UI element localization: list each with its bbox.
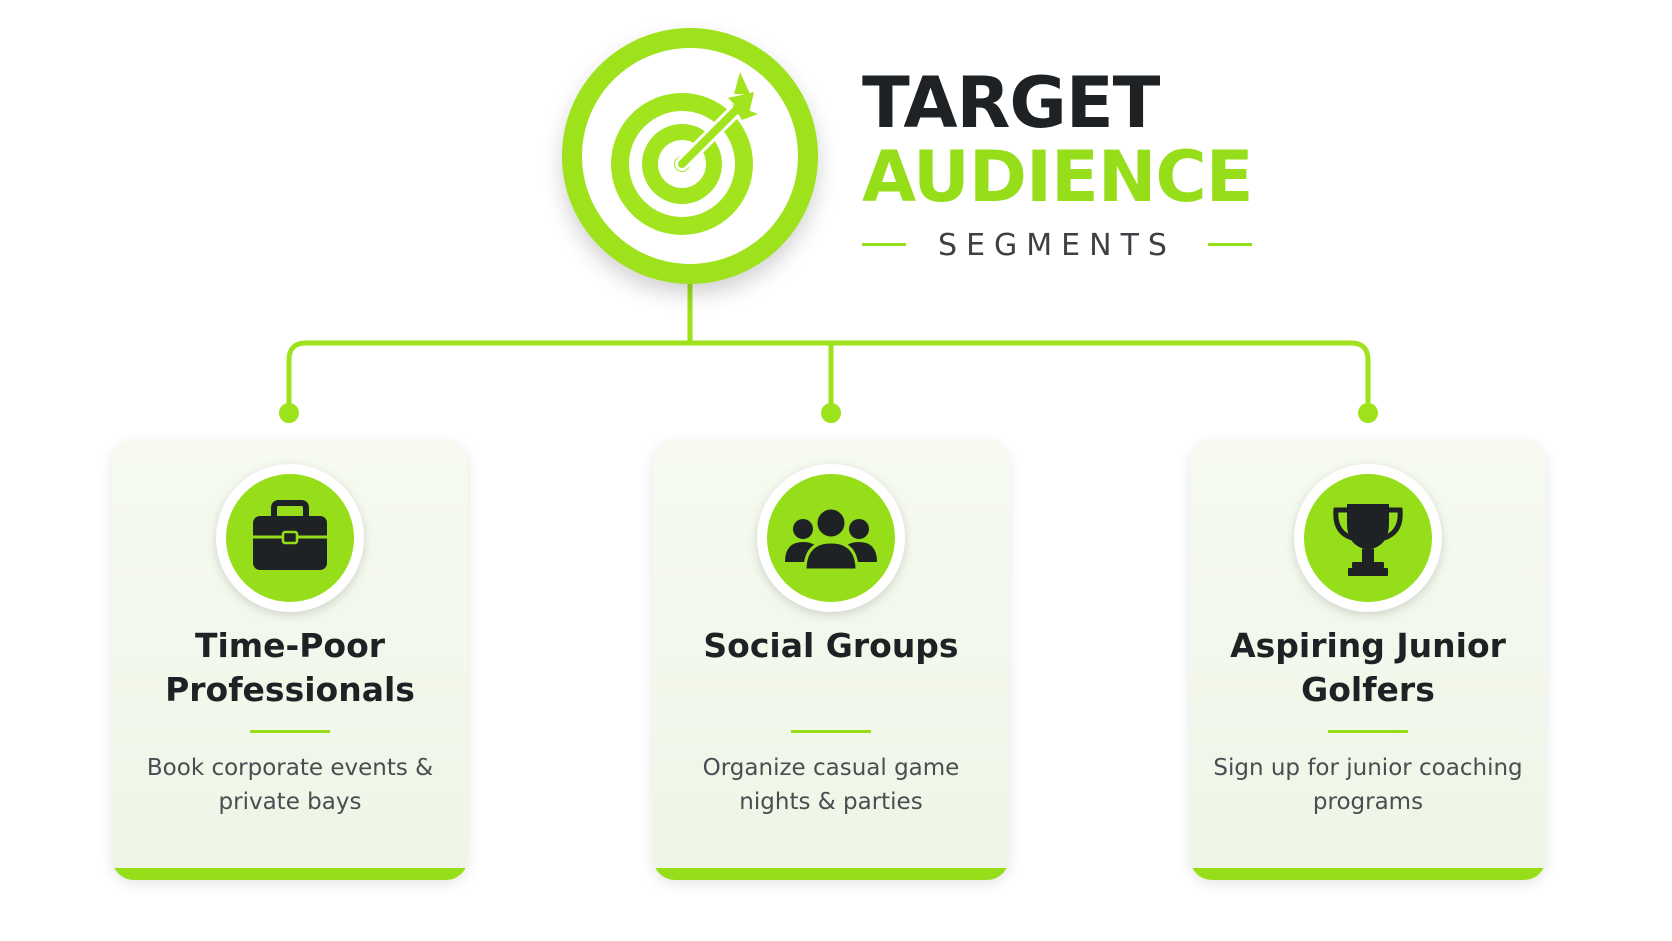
segment-icon-badge: [757, 464, 905, 612]
connector-node-left: [279, 403, 299, 423]
connector-node-right: [1358, 403, 1378, 423]
trophy-icon: [1333, 504, 1403, 576]
segment-description: Book corporate events & private bays: [146, 755, 434, 815]
users-group-icon: [785, 506, 877, 572]
segment-description: Sign up for junior coaching programs: [1213, 755, 1523, 815]
segment-divider: [791, 730, 871, 733]
segment-divider: [250, 730, 330, 733]
segment-card-social-groups: Social Groups Organize casual game night…: [653, 440, 1009, 880]
segment-icon-badge: [216, 464, 364, 612]
subtitle: SEGMENTS: [938, 228, 1176, 263]
segment-icon-badge: [1294, 464, 1442, 612]
subtitle-rule-right: [1208, 243, 1252, 246]
hero-badge: [562, 28, 818, 284]
title-line-1: TARGET: [862, 62, 1160, 144]
segment-title: Time-Poor Professionals: [165, 626, 415, 709]
segment-description: Organize casual game nights & parties: [702, 755, 960, 815]
connector-branch-right: [687, 340, 1371, 408]
segment-divider: [1328, 730, 1408, 733]
segment-card-professionals: Time-Poor Professionals Book corporate e…: [112, 440, 468, 880]
segment-card-junior-golfers: Aspiring Junior Golfers Sign up for juni…: [1190, 440, 1546, 880]
briefcase-icon: [253, 500, 327, 570]
connector-branch-left: [286, 340, 693, 408]
subtitle-row: SEGMENTS: [862, 226, 1252, 263]
title-line-2: AUDIENCE: [862, 136, 1254, 218]
subtitle-rule-left: [862, 243, 906, 246]
target-arrow-icon: [611, 72, 758, 235]
segment-title: Social Groups: [703, 626, 959, 665]
connector-node-center: [821, 403, 841, 423]
segment-title: Aspiring Junior Golfers: [1230, 626, 1506, 709]
